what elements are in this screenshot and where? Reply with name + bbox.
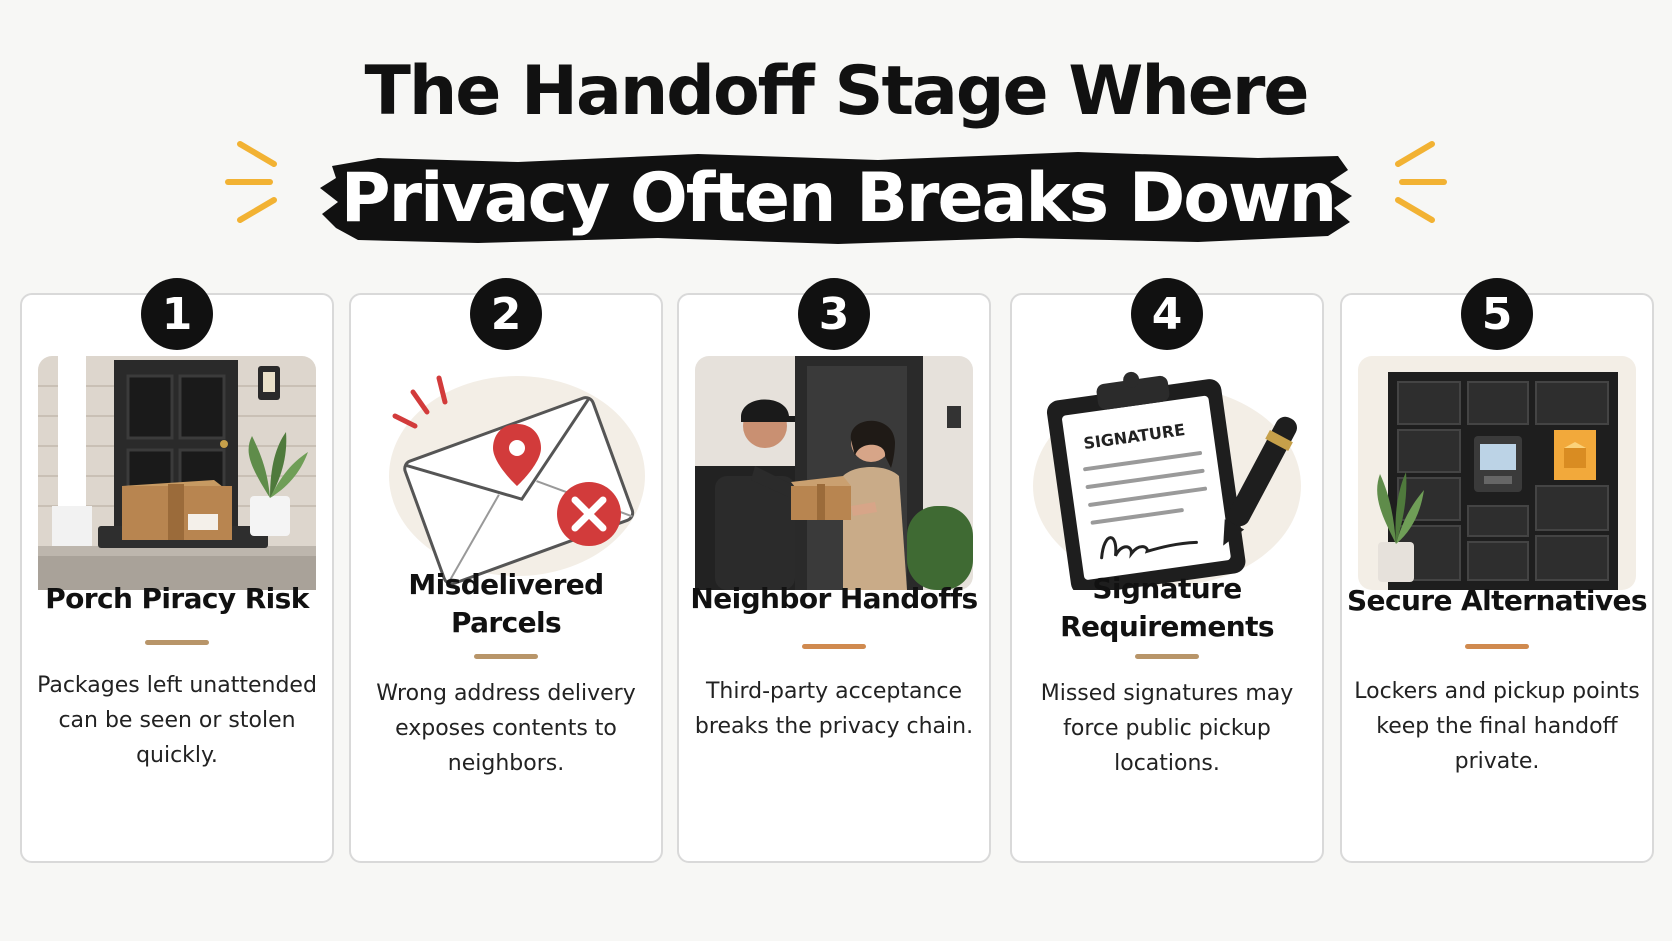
package-on-porch-icon [38, 356, 316, 590]
step-title-1: Porch Piracy Risk [45, 582, 309, 615]
envelope-error-icon [389, 375, 645, 586]
clipboard-signature-icon: SIGNATURE [1033, 371, 1301, 590]
step-number-badge-3: 3 [798, 278, 870, 350]
step-description-4: Missed signatures may force public picku… [1040, 681, 1294, 776]
accent-rays-right-icon [1395, 141, 1447, 223]
title-line-1: The Handoff Stage Where [364, 52, 1309, 131]
step-number-badge-2: 2 [470, 278, 542, 350]
step-title-5: Secure Alternatives [1346, 584, 1648, 617]
step-divider-1 [145, 640, 209, 645]
step-card-2 [349, 293, 663, 863]
step-divider-4 [1135, 654, 1199, 659]
step-description-5: Lockers and pickup points keep the final… [1354, 679, 1640, 774]
step-title-3: Neighbor Handoffs [690, 582, 978, 615]
step-description-1: Packages left unattended can be seen or … [37, 673, 317, 768]
brush-stroke-highlight [320, 152, 1352, 244]
step-number-badge-5: 5 [1461, 278, 1533, 350]
step-number-badge-1: 1 [141, 278, 213, 350]
step-title-2: Misdelivered Parcels [408, 568, 604, 639]
courier-handoff-icon [695, 356, 973, 590]
step-divider-3 [802, 644, 866, 649]
parcel-locker-icon [1358, 356, 1636, 590]
step-title-4: Signature Requirements [1060, 572, 1274, 643]
step-description-2: Wrong address delivery exposes contents … [376, 681, 636, 776]
step-description-3: Third-party acceptance breaks the privac… [694, 679, 974, 739]
accent-rays-left-icon [225, 141, 277, 223]
step-divider-5 [1465, 644, 1529, 649]
step-number-badge-4: 4 [1131, 278, 1203, 350]
title-line-2: Privacy Often Breaks Down [340, 158, 1337, 238]
step-divider-2 [474, 654, 538, 659]
